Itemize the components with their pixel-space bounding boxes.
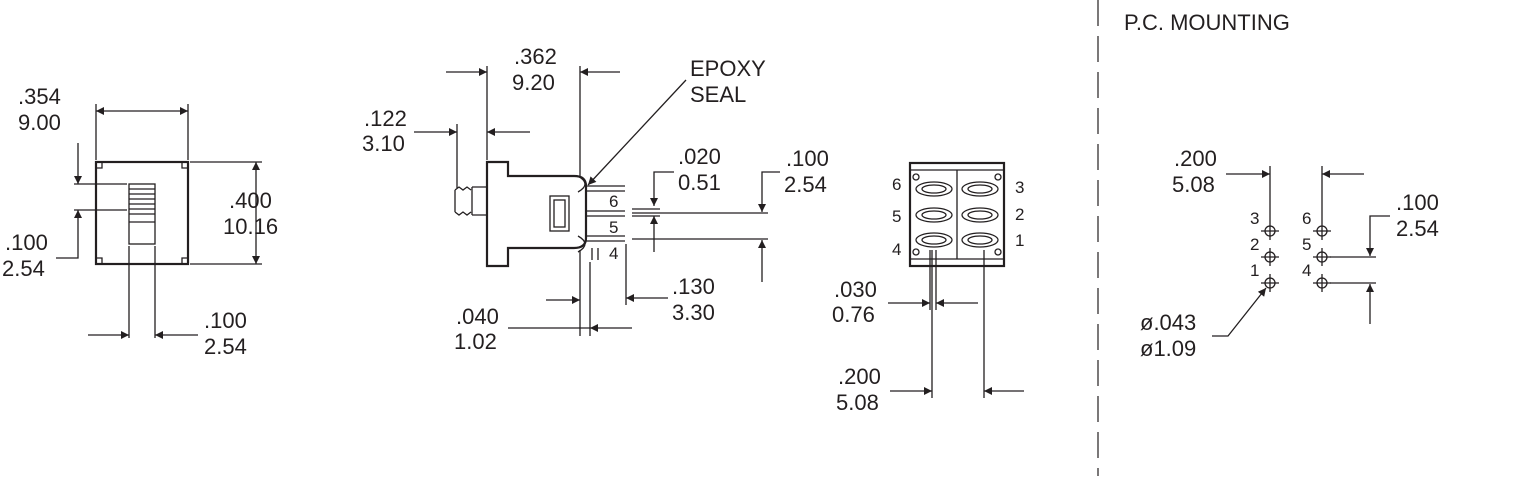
pcb-label-1: 1 [1250, 261, 1259, 280]
height-in-label: .400 [229, 188, 272, 213]
pcb-pitch-mm-label: 2.54 [1396, 216, 1439, 241]
pin-label-6: 6 [609, 192, 618, 211]
width-in-label: .354 [18, 84, 61, 109]
knurled-actuator [454, 186, 487, 216]
side-view: .354 9.00 .400 10.16 .100 2.54 .100 2.54 [2, 84, 278, 359]
front-view: .362 9.20 .122 3.10 EPOXY SEAL .020 0.51… [362, 44, 829, 354]
act-in-label: .122 [364, 106, 407, 131]
offset-dim-arrow-bottom [56, 210, 82, 259]
actuator-ridges [129, 188, 155, 223]
switch-housing [485, 160, 588, 268]
width-mm-label: 9.00 [18, 110, 61, 135]
switch-body-outline [94, 160, 190, 266]
housing-window [549, 195, 570, 232]
extension-lines [456, 66, 768, 336]
hole-leader [1212, 287, 1267, 337]
extension-lines [929, 250, 985, 398]
pcb-label-3: 3 [1250, 209, 1259, 228]
pin-w-mm-label: 0.76 [832, 302, 875, 327]
contact-slots [915, 181, 999, 248]
extension-lines [74, 104, 262, 338]
pcb-label-4: 4 [1302, 261, 1311, 280]
offset-mm-label: 2.54 [2, 256, 45, 281]
pitch-mm-label: 2.54 [784, 172, 827, 197]
pin-len-mm-label: 3.30 [672, 300, 715, 325]
actuator-in-label: .100 [204, 308, 247, 333]
bottom-pin-5: 5 [892, 207, 901, 226]
bottom-pin-2: 2 [1015, 205, 1024, 224]
depth-in-label: .362 [514, 44, 557, 69]
epoxy-label-1: EPOXY [690, 56, 766, 81]
actuator-mm-label: 2.54 [204, 334, 247, 359]
pin-thk-arrow-top [650, 171, 674, 206]
pcb-label-5: 5 [1302, 235, 1311, 254]
pitch-in-label: .100 [786, 146, 829, 171]
pcb-mounting-view: P.C. MOUNTING 3 2 1 6 5 4 .200 5.08 .100… [1124, 10, 1439, 361]
body-notches [96, 162, 188, 264]
flange-in-label: .040 [456, 304, 499, 329]
epoxy-seal [577, 175, 586, 253]
pin-thk-in-label: .020 [678, 144, 721, 169]
bottom-pin-4: 4 [892, 240, 901, 259]
hole-in-label: ø.043 [1140, 310, 1196, 335]
flange-mm-label: 1.02 [454, 329, 497, 354]
pin-label-5: 5 [609, 218, 618, 237]
depth-mm-label: 9.20 [512, 70, 555, 95]
bottom-pin-3: 3 [1015, 178, 1024, 197]
hole-mm-label: ø1.09 [1140, 336, 1196, 361]
corner-holes [912, 173, 1002, 256]
pcb-pitch-arrow-top [1366, 215, 1390, 256]
pin-w-in-label: .030 [834, 277, 877, 302]
pin-thk-mm-label: 0.51 [678, 170, 721, 195]
pin-thk-ticks [632, 208, 660, 217]
housing-window-inner [553, 199, 566, 228]
pitch-arrow-top [758, 171, 780, 212]
epoxy-leader [587, 79, 687, 186]
bottom-view: 6 5 4 3 2 1 .030 0.76 .200 5.08 [832, 161, 1024, 415]
pcb-pitch-in-label: .100 [1396, 190, 1439, 215]
height-mm-label: 10.16 [223, 214, 278, 239]
page-title: P.C. MOUNTING [1124, 10, 1290, 35]
pcb-label-6: 6 [1302, 209, 1311, 228]
row-in-label: .200 [838, 364, 881, 389]
pcb-row-mm-label: 5.08 [1172, 172, 1215, 197]
bottom-pin-6: 6 [892, 175, 901, 194]
bottom-pin-1: 1 [1015, 231, 1024, 250]
pin-len-in-label: .130 [672, 274, 715, 299]
offset-in-label: .100 [5, 230, 48, 255]
act-mm-label: 3.10 [362, 131, 405, 156]
pcb-row-in-label: .200 [1174, 146, 1217, 171]
extension-lines [1269, 166, 1376, 284]
bottom-body-outline [908, 161, 1006, 268]
row-mm-label: 5.08 [836, 390, 879, 415]
pcb-label-2: 2 [1250, 235, 1259, 254]
pin-label-4: 4 [609, 244, 618, 263]
pcb-holes [1261, 222, 1331, 292]
terminal-pins [586, 185, 625, 260]
epoxy-label-2: SEAL [690, 82, 746, 107]
bottom-body-details [910, 169, 1004, 260]
